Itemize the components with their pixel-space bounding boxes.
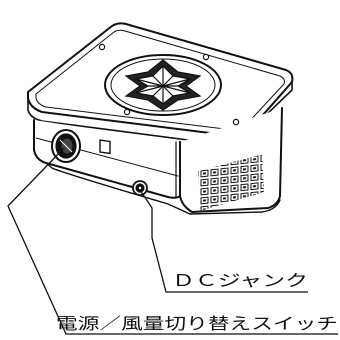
bottom-edge [45, 162, 191, 215]
screw-icon [202, 53, 210, 61]
leader-lines [7, 147, 338, 335]
screw-icon [123, 108, 131, 116]
dc-jack-leader [139, 189, 308, 293]
lid-screws [98, 43, 240, 126]
power-switch-label: 電源／風量切り替えスイッチ [56, 314, 338, 333]
dc-jack [132, 180, 148, 196]
side-vents [198, 154, 264, 211]
asanoha-pattern [124, 59, 202, 111]
lid-band [27, 97, 235, 147]
right-bottom-edge [189, 199, 281, 215]
fan-grille [104, 54, 222, 116]
power-switch-knob [51, 129, 81, 163]
indicator-window [99, 139, 111, 155]
top-lid-bevel [35, 29, 285, 131]
screw-icon [98, 43, 106, 51]
screw-icon [232, 118, 240, 126]
dc-jack-label: ＤＣジャンク [172, 271, 308, 290]
power-switch-leader [7, 147, 338, 335]
